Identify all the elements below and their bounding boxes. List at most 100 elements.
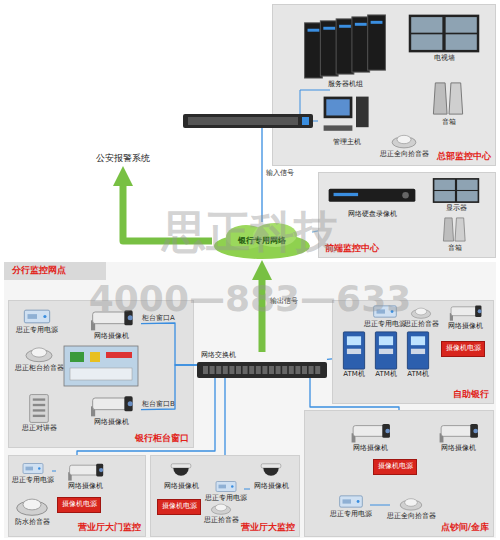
- atm-machine: ATM机: [373, 331, 399, 379]
- power-supply: 思正专用电源: [15, 307, 59, 335]
- device-label: 思正专用电源: [16, 327, 58, 335]
- psu-label: [219, 485, 227, 489]
- cable-wire: [52, 471, 390, 505]
- device-label: 音箱: [448, 245, 462, 253]
- board-part: [70, 352, 84, 362]
- mic-dome: [215, 504, 226, 511]
- node-title: 银行柜台窗口: [135, 434, 189, 444]
- switch-port: [203, 366, 208, 374]
- intercom-grille: [33, 415, 45, 417]
- system-label: 公安报警系统: [82, 152, 164, 166]
- camera-lens: [473, 429, 478, 434]
- atm-machine-icon: [405, 331, 431, 370]
- atm-screen: [379, 336, 393, 345]
- device-label: 思正柜台拾音器: [15, 365, 64, 373]
- network-cable: [141, 365, 197, 410]
- screen-frame: [409, 15, 480, 53]
- intercom-unit: 思正对讲器: [17, 393, 61, 433]
- server-tower: [352, 17, 370, 72]
- power-supply-icon: [15, 307, 59, 326]
- monitor-center-panel: 总部监控中心 服务器机组 电视墙管理主机 音箱思正全向拾音器: [272, 4, 496, 166]
- edge-label: 输入信号: [266, 168, 294, 178]
- camera-body: [441, 426, 473, 437]
- switch-port: [223, 366, 228, 374]
- node-title: 总部监控中心: [437, 152, 491, 162]
- pickup-mic-icon: [205, 499, 237, 516]
- mic-dome: [415, 308, 426, 315]
- server-led: [355, 23, 367, 26]
- device-label: 网络摄像机: [254, 483, 289, 491]
- intercom-grille: [33, 398, 45, 400]
- dome-camera: 网络摄像机: [251, 461, 291, 491]
- switch-port: [236, 366, 241, 374]
- switch-port: [269, 366, 274, 374]
- device-label: 网络摄像机: [94, 419, 129, 427]
- network-camera-icon: [341, 421, 399, 444]
- cable-wire: [300, 90, 330, 114]
- screen-tile: [411, 34, 442, 50]
- camera-body: [353, 426, 385, 437]
- nvr-recorder-icon: [327, 179, 417, 210]
- server-led: [323, 27, 335, 30]
- nvr-knob: [402, 192, 409, 199]
- switch-port: [256, 366, 261, 374]
- server-led: [339, 25, 351, 28]
- pickup-mic-icon: [17, 341, 61, 364]
- psu-led: [38, 467, 41, 470]
- node-title: 营业厅大门监控: [78, 523, 141, 533]
- video-wall: 电视墙: [399, 13, 489, 63]
- atm-keypad: [411, 349, 425, 354]
- pickup-mic: 思正全向拾音器: [379, 129, 429, 159]
- pickup-mic-icon: [391, 493, 431, 512]
- speaker-icon: [429, 79, 469, 118]
- cable-wire: [313, 121, 318, 122]
- speaker: 音箱: [429, 79, 469, 127]
- video-wall-icon: [399, 13, 489, 54]
- speaker-box: [455, 218, 465, 241]
- psu-case: [24, 310, 49, 323]
- psu-led: [357, 500, 360, 503]
- camera-power-box: 摄像机电源: [373, 459, 417, 475]
- speaker-box: [443, 218, 453, 241]
- nvr-led: [334, 193, 359, 196]
- server-tower: [305, 23, 323, 78]
- device-label: 思正全向拾音器: [380, 151, 429, 159]
- terminal-board: [64, 346, 138, 386]
- intercom-grille: [33, 404, 45, 406]
- switch-chassis: [197, 362, 327, 378]
- pc-monitor: [324, 97, 353, 119]
- switch-port: [302, 366, 307, 374]
- switch-port: [262, 366, 267, 374]
- device-label: ATM机: [407, 371, 429, 379]
- screen-tile: [434, 180, 455, 190]
- psu-case: [23, 464, 43, 474]
- screen-frame: [433, 178, 479, 203]
- server-tower: [368, 15, 386, 70]
- atm-machine: ATM机: [405, 331, 431, 379]
- mic-dome: [405, 499, 418, 507]
- device-label: 思正专用电源: [12, 477, 54, 485]
- camera-lens: [478, 309, 482, 313]
- atm-machine-icon: [341, 331, 367, 370]
- dome-base: [261, 464, 281, 468]
- switch-body: [197, 362, 327, 378]
- screen-tile: [434, 191, 455, 201]
- dome-camera: 网络摄像机: [161, 461, 201, 491]
- device-label: 网络硬盘录像机: [348, 211, 397, 219]
- network-cable: [224, 378, 225, 455]
- camera-power-box: 摄像机电源: [157, 499, 201, 515]
- device-label: 服务器机组: [328, 81, 363, 89]
- camera-hood: [124, 396, 132, 411]
- speaker-box: [433, 83, 447, 114]
- device-label: 摄像机电源: [446, 345, 481, 353]
- pc-screen: [326, 99, 349, 115]
- camera-hood: [382, 424, 390, 438]
- management-host: 管理主机: [319, 93, 375, 147]
- device-label: 摄像机电源: [62, 501, 97, 509]
- screen-tile: [457, 180, 478, 190]
- pc-tower: [356, 97, 369, 128]
- network-camera-icon: [57, 461, 113, 482]
- device-label: 电视墙: [434, 55, 455, 63]
- power-supply-icon: [331, 493, 371, 510]
- device-label: ATM机: [375, 371, 397, 379]
